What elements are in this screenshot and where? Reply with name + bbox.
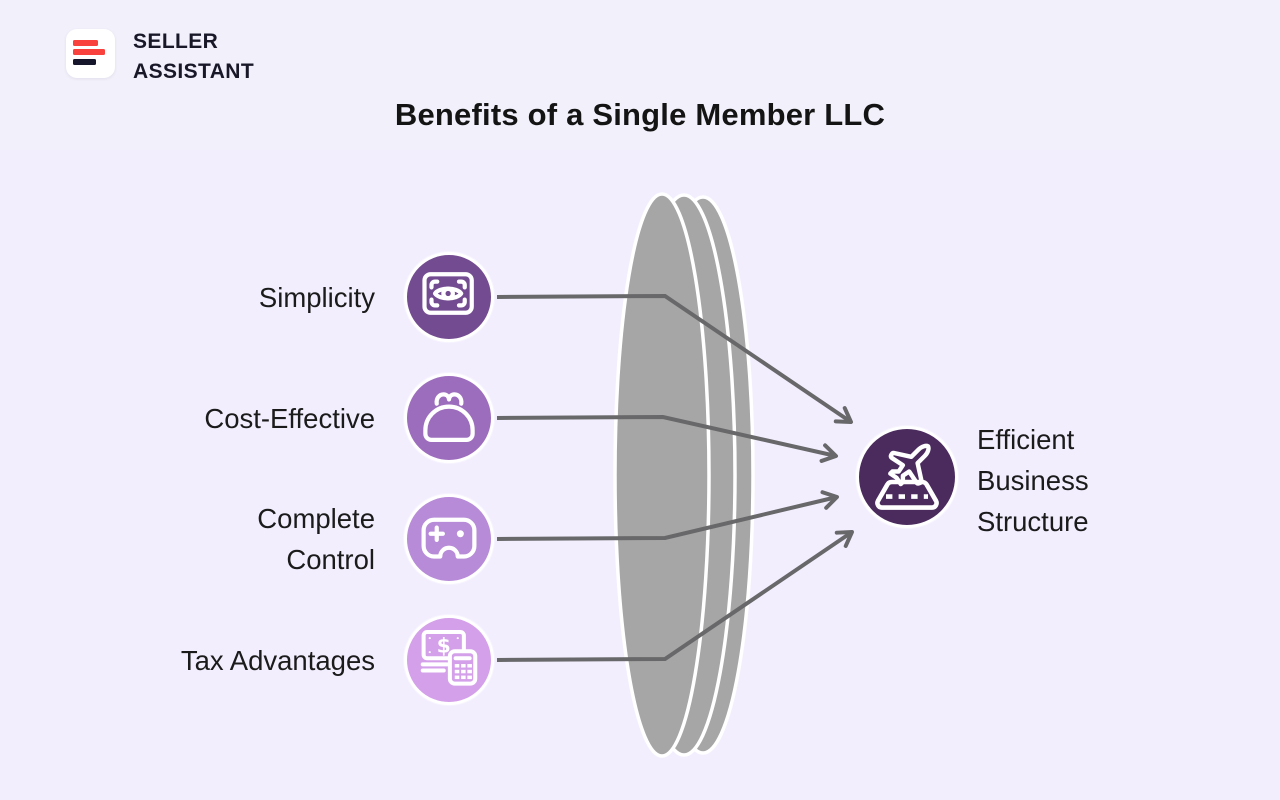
connector-arrows xyxy=(496,293,854,662)
arrow-cost-effective xyxy=(496,414,838,463)
brand-name: SELLER ASSISTANT xyxy=(133,27,254,87)
plane-takeoff-icon xyxy=(875,443,939,510)
arrow-complete-control xyxy=(496,490,839,541)
money-calculator-icon: $ xyxy=(420,629,478,686)
game-controller-icon xyxy=(421,517,477,559)
lens-shape xyxy=(613,192,755,758)
brand-line1: SELLER xyxy=(133,30,219,53)
seller-assistant-logo-icon xyxy=(66,29,115,78)
label-complete-control: Complete Control xyxy=(257,503,375,575)
logo-bar-middle xyxy=(73,49,105,55)
logo-bar-top xyxy=(73,40,98,46)
label-outcome: Efficient Business Structure xyxy=(977,424,1089,537)
header-band xyxy=(0,0,1280,150)
lens-layer-front xyxy=(613,192,711,758)
circle-tax-advantages: $ xyxy=(404,615,494,705)
arrow-simplicity xyxy=(496,293,853,424)
label-tax-advantages: Tax Advantages xyxy=(180,645,375,676)
label-simplicity: Simplicity xyxy=(258,282,375,313)
circle-complete-control xyxy=(404,494,494,584)
label-cost-effective: Cost-Effective xyxy=(204,403,375,434)
scan-eye-icon xyxy=(422,272,474,315)
coin-purse-icon xyxy=(423,392,475,442)
arrow-tax-advantages xyxy=(496,530,854,662)
page-title: Benefits of a Single Member LLC xyxy=(394,97,886,132)
circle-simplicity xyxy=(404,252,494,342)
circle-cost-effective xyxy=(404,373,494,463)
svg-text:$: $ xyxy=(437,633,451,657)
logo-bar-bottom xyxy=(73,59,96,65)
brand-line2: ASSISTANT xyxy=(133,60,255,83)
circle-outcome xyxy=(856,426,958,528)
